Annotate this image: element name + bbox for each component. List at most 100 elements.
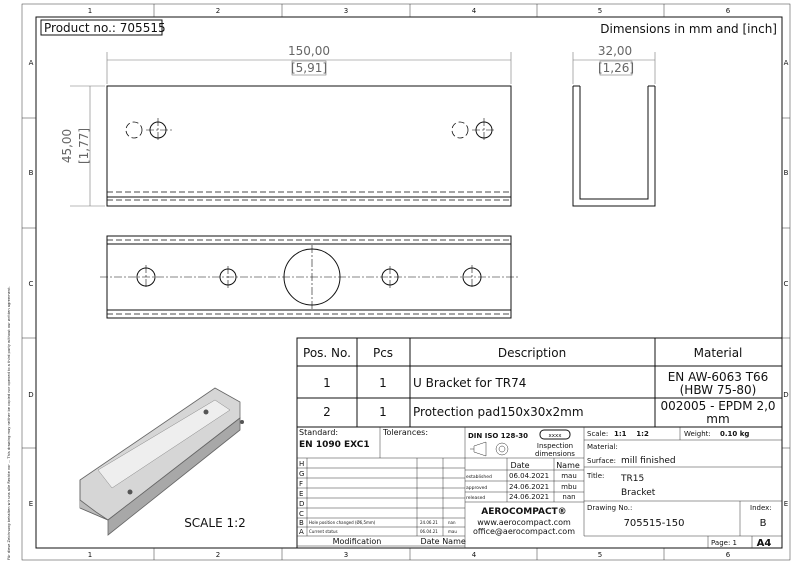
drawing-no: 705515-150 [624,518,685,529]
scale-values: 1:1 1:2 [614,430,649,438]
length-value: 150,00 [288,44,330,58]
isometric-view: SCALE 1:2 [79,387,246,536]
length-dimension: 150,00 [5,91] [106,44,512,84]
tolerances-label: Tolerances: [382,428,428,437]
title-line: TR15 [620,474,644,484]
rev-text: Hole position changed (Ø6,5mm) [309,520,376,525]
row-label: D [28,391,33,399]
date-header: Date [510,461,529,470]
cell-material: 002005 - EPDM 2,0 [660,399,775,413]
height-inch: [1,77] [77,128,91,164]
cell-pcs: 1 [379,376,387,390]
grid-labels: 1 2 3 4 5 6 1 2 3 4 5 6 A B C D E A B C … [28,7,788,559]
col-label: 2 [216,551,220,559]
cell-description: Protection pad150x30x2mm [413,405,584,419]
cell-pcs: 1 [379,405,387,419]
drawing-no-label: Drawing No.: [587,504,632,512]
rev-letter: E [299,490,303,498]
row-label: A [29,59,34,67]
cell-material: EN AW-6063 T66 [668,370,769,384]
rev-letter: H [299,460,304,468]
standard-value: EN 1090 EXC1 [299,440,370,450]
din-label: DIN ISO 128-30 [468,432,528,440]
approval-name: mau [561,472,577,480]
col-label: 4 [472,551,477,559]
col-label: 1 [88,7,92,15]
row-label: E [29,500,33,508]
col-label: 6 [726,551,731,559]
inspection-label: Inspection [537,442,573,450]
cell-material: mm [706,412,729,426]
col-label: 5 [598,551,602,559]
name-header: Name [556,461,580,470]
modification-label: Modification [333,537,382,546]
product-no-box [40,19,163,36]
col-label: 5 [598,7,602,15]
approval-date: 06.04.2021 [509,472,549,480]
title-block: Standard: EN 1090 EXC1 Tolerances: DIN I… [296,426,783,549]
rev-name: mau [448,529,457,534]
inspection-badge [539,429,571,440]
approval-date: 24.06.2021 [509,493,549,501]
copyright-note: Für diese Zeichnung behalten wir uns all… [7,286,11,560]
surface-label: Surface: [587,457,616,465]
page-label: Page: 1 [711,539,737,547]
approval-label: established [466,474,492,480]
rev-letter: D [299,500,304,508]
col-label: 3 [344,7,348,15]
col-label: 1 [88,551,92,559]
inspection-label: dimensions [535,450,575,458]
product-no: Product no.: 705515 [44,21,166,35]
rev-letter: A [299,528,304,536]
name-col-label: Name [442,537,466,546]
rev-date: 24.06.21 [420,520,438,525]
company-website[interactable]: www.aerocompact.com [477,518,571,527]
approval-date: 24.06.2021 [509,483,549,491]
rev-date: 06.04.21 [420,529,438,534]
width-value: 32,00 [598,44,632,58]
rev-text: Current status [309,529,338,534]
company-logo-text: AEROCOMPACT® [481,507,566,517]
surface-value: mill finished [621,456,676,466]
col-label: 3 [344,551,348,559]
cell-description: U Bracket for TR74 [413,376,526,390]
front-view [106,85,512,207]
header-pos: Pos. No. [303,346,351,360]
approval-label: released [466,495,485,501]
index-label: Index: [750,504,772,512]
height-value: 45,00 [60,129,74,163]
standard-label: Standard: [299,428,338,437]
hidden-hole [451,121,469,139]
row-label: B [784,169,789,177]
col-label: 6 [726,7,731,15]
col-label: 4 [472,7,477,15]
company-email[interactable]: office@aerocompact.com [473,527,575,536]
scale-label: SCALE 1:2 [184,516,246,530]
title-line: Bracket [621,488,656,498]
length-inch: [5,91] [291,61,327,75]
parts-table: Pos. No. Pcs Description Material 1 1 EN… [296,337,783,428]
header-description: Description [498,346,566,360]
weight-value: 0.10 kg [720,430,749,438]
row-label: B [29,169,34,177]
paper-format: A4 [757,538,772,549]
title-label: Title: [586,472,604,480]
height-dimension: 45,00 [1,77] [60,85,105,207]
row-label: E [784,500,788,508]
row-label: D [783,391,788,399]
row-label: C [784,280,789,288]
cell-pos: 2 [323,405,331,419]
approval-name: nan [562,493,575,501]
row-label: A [784,59,789,67]
inspection-badge-text: xxxx [548,433,562,439]
index-value: B [760,518,767,529]
rev-letter: B [299,519,304,527]
row-label: C [29,280,34,288]
scale-label: Scale: [587,430,608,438]
hidden-hole [125,121,143,139]
cell-material: (HBW 75-80) [680,383,757,397]
side-view: 32,00 [1,26] [572,44,656,207]
width-inch: [1,26] [598,61,634,75]
col-label: 2 [216,7,220,15]
